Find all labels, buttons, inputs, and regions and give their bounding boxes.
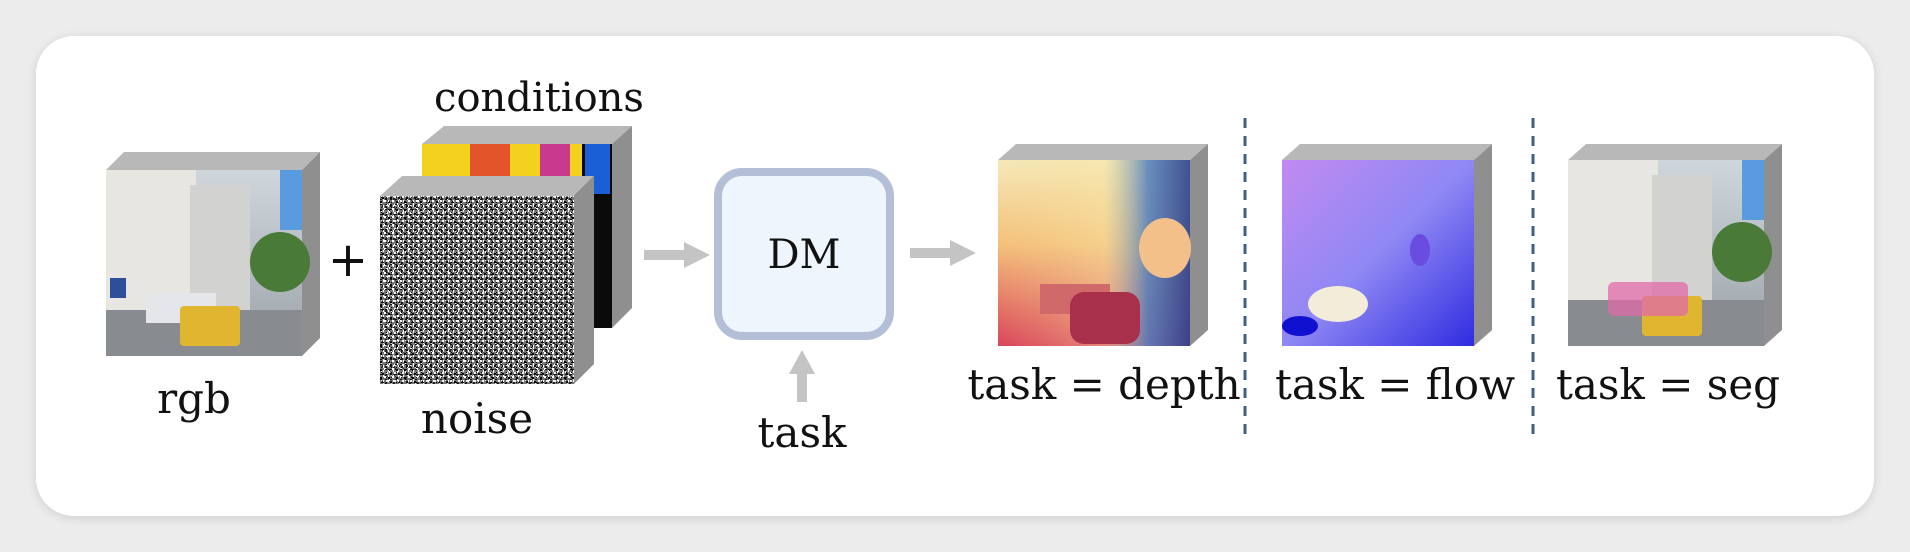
noise-label: noise xyxy=(420,394,534,443)
arrow-input-to-model xyxy=(644,242,710,268)
depth-output-cube xyxy=(998,144,1208,346)
rgb-cube-top xyxy=(106,152,320,170)
task-seg-label: task = seg xyxy=(1555,360,1781,409)
arrow-task-to-model xyxy=(789,350,815,402)
rgb-cube-side xyxy=(302,152,320,356)
flow-output-cube xyxy=(1282,144,1492,346)
diagram-card xyxy=(36,36,1874,516)
noise-cube xyxy=(380,176,594,384)
seg-output-cube xyxy=(1568,144,1782,346)
rgb-label: rgb xyxy=(157,374,231,423)
model-label: DM xyxy=(767,232,840,278)
task-label: task xyxy=(757,408,847,457)
plus-sign: + xyxy=(328,232,368,288)
flow-map-image xyxy=(1282,160,1474,346)
arrow-model-to-output xyxy=(910,240,976,266)
conditions-label: conditions xyxy=(434,75,644,121)
task-depth-label: task = depth xyxy=(967,360,1241,409)
task-flow-label: task = flow xyxy=(1274,360,1516,409)
diffusion-model-box xyxy=(714,168,894,340)
rgb-image-cube xyxy=(106,152,320,356)
segmentation-mask xyxy=(1608,282,1688,316)
